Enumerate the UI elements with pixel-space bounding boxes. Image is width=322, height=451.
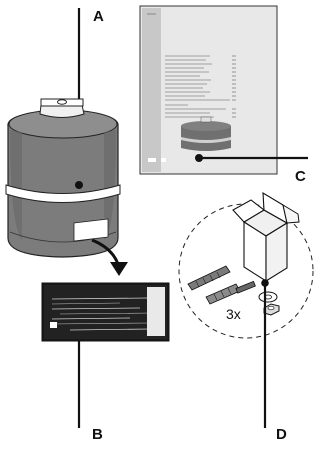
rating-plate-icon <box>41 282 170 428</box>
quantity-label: 3x <box>226 306 241 322</box>
expansion-vessel-icon <box>5 8 121 258</box>
manual-booklet-icon <box>139 5 308 175</box>
callout-label-b: B <box>92 426 103 443</box>
callout-label-d: D <box>276 426 287 443</box>
callout-dot-a <box>75 181 83 189</box>
arrow-icon <box>91 238 128 276</box>
callout-label-c: C <box>295 168 306 185</box>
accessory-box-icon <box>178 191 314 428</box>
callout-label-a: A <box>93 8 104 25</box>
